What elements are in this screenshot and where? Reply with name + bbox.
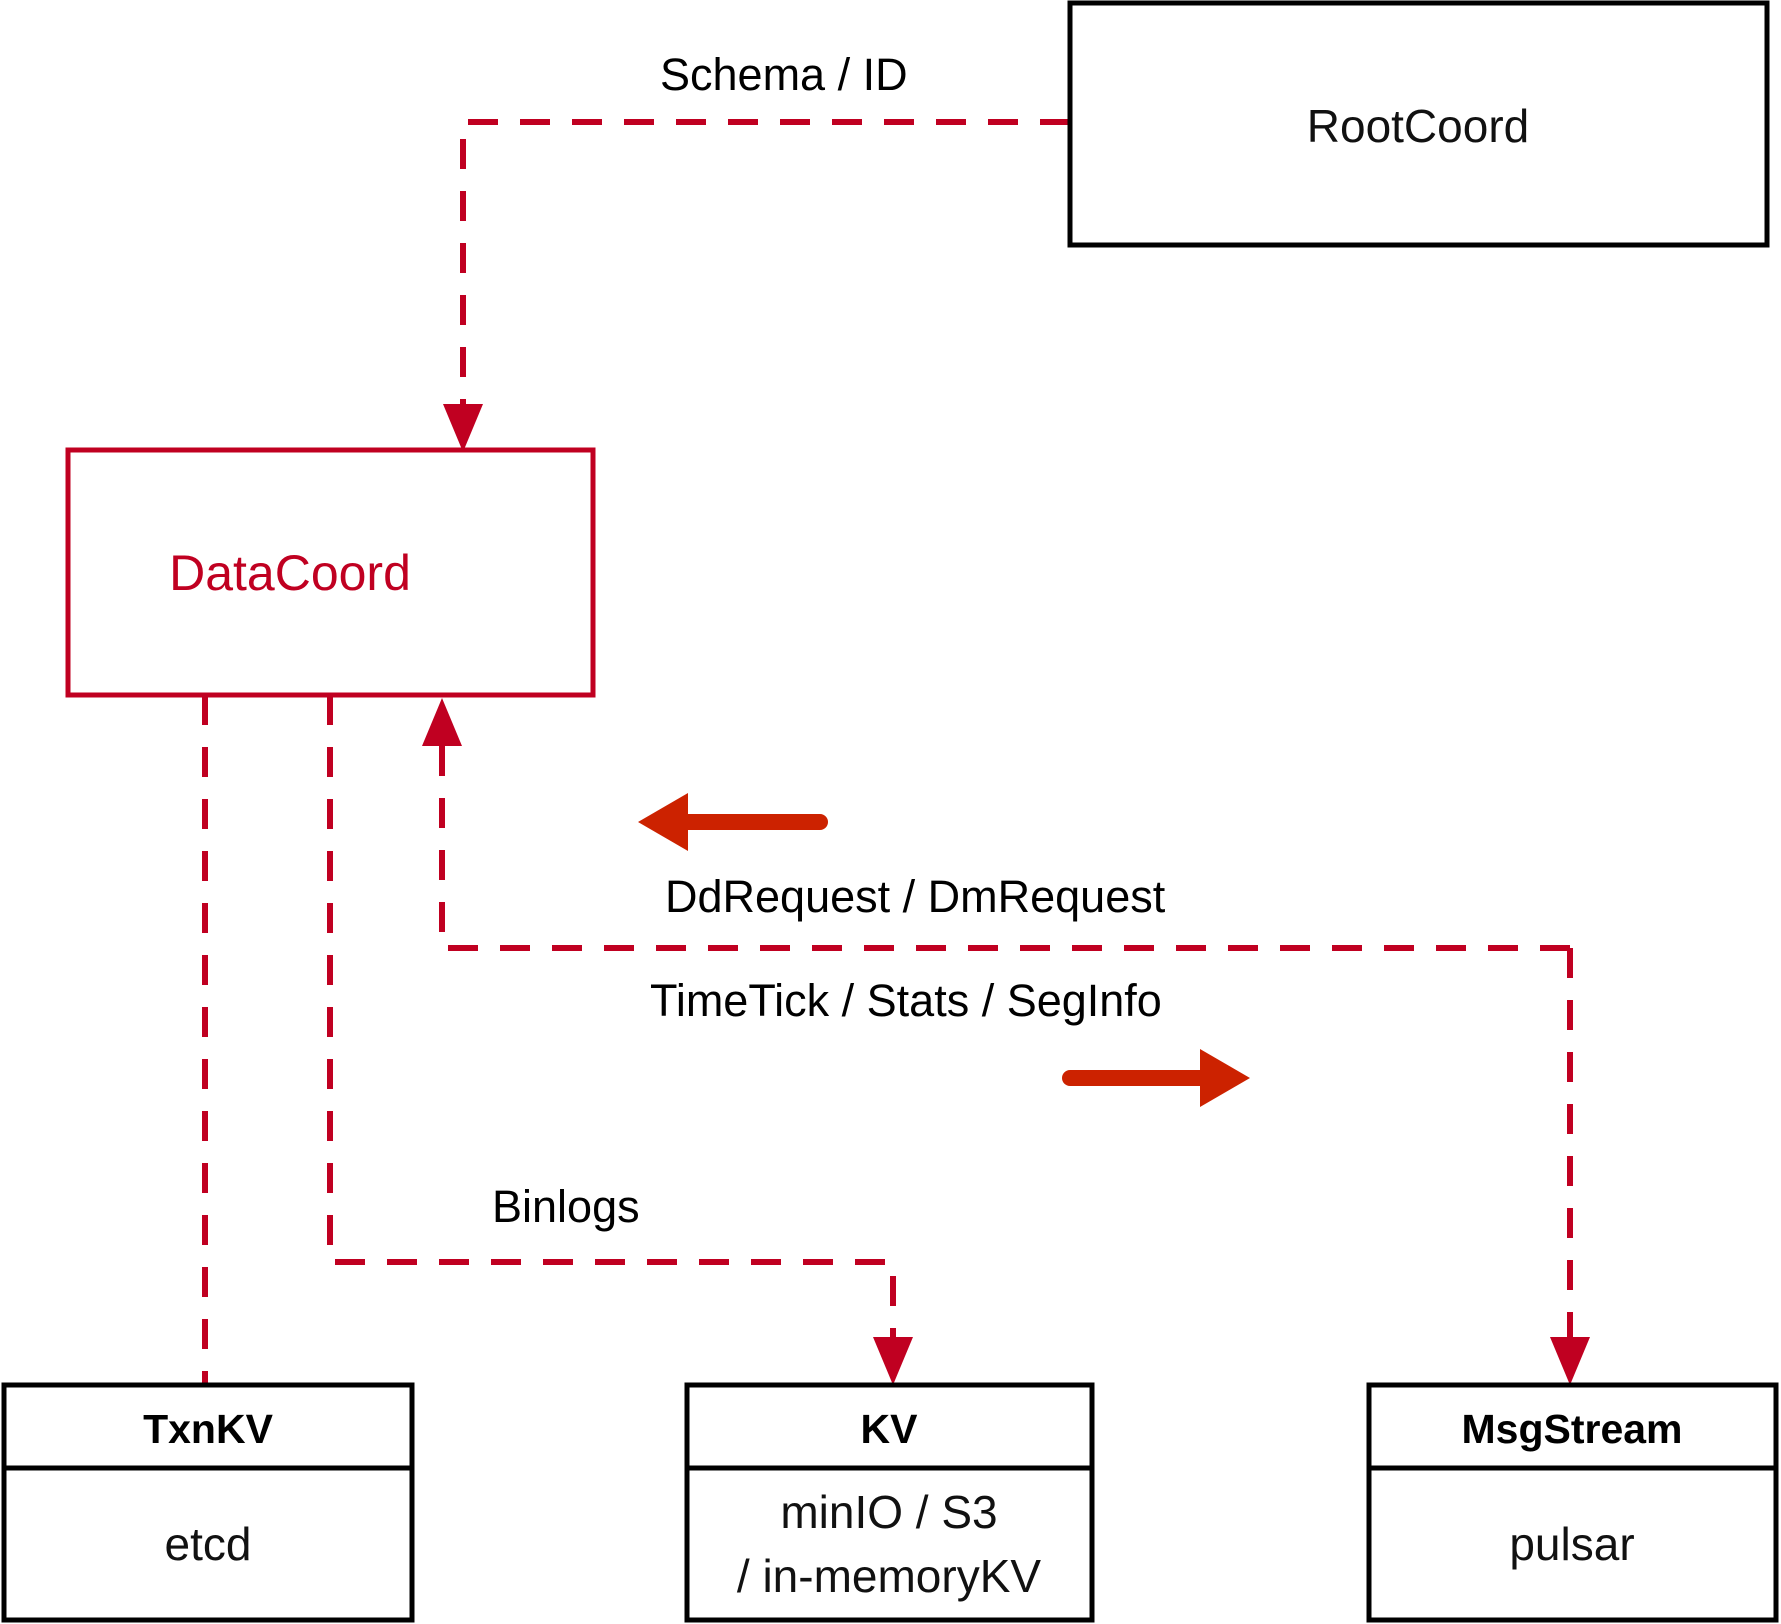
edge-schema-id [443, 119, 1070, 452]
edge-timetick-arrowhead [1550, 1337, 1590, 1385]
inbound-solid-arrow-head [638, 793, 688, 851]
node-root-coord-box[interactable] [1067, 0, 1770, 248]
edge-binlogs-arrowhead [873, 1337, 913, 1385]
edge-dd-dm-request-arrowhead [422, 698, 462, 746]
edge-label-dd-dm-request: DdRequest / DmRequest [665, 871, 1166, 922]
node-kv[interactable]: KV minIO / S3 / in-memoryKV [684, 1382, 1095, 1623]
node-root-coord-label: RootCoord [1307, 100, 1529, 152]
outbound-solid-arrow [1062, 1049, 1250, 1107]
node-data-coord-box[interactable] [65, 447, 596, 698]
node-msg-stream[interactable]: MsgStream pulsar [1366, 1382, 1779, 1623]
node-data-coord-label: DataCoord [169, 545, 411, 601]
node-kv-title: KV [861, 1406, 919, 1452]
edge-schema-id-arrowhead [443, 404, 483, 452]
node-msg-stream-box[interactable] [1366, 1382, 1779, 1623]
node-root-coord[interactable]: RootCoord [1067, 0, 1770, 248]
node-txn-kv[interactable]: TxnKV etcd [1, 1382, 415, 1623]
edge-binlogs-path [327, 695, 896, 1355]
edge-label-timetick-stats-seginfo: TimeTick / Stats / SegInfo [650, 975, 1162, 1026]
node-txn-kv-body: etcd [165, 1518, 252, 1570]
node-msg-stream-title: MsgStream [1461, 1406, 1682, 1452]
node-kv-body-line2: / in-memoryKV [737, 1550, 1041, 1602]
node-txn-kv-box[interactable] [1, 1382, 415, 1623]
node-data-coord[interactable]: DataCoord [65, 447, 596, 698]
edge-timetick-stats-seginfo [1550, 948, 1590, 1385]
node-kv-box[interactable] [684, 1382, 1095, 1623]
edge-binlogs [327, 695, 913, 1385]
edge-label-schema-id: Schema / ID [660, 49, 908, 100]
inbound-solid-arrow [638, 793, 828, 851]
node-msg-stream-body: pulsar [1509, 1518, 1634, 1570]
edge-schema-id-path [460, 119, 1070, 420]
node-txn-kv-title: TxnKV [143, 1406, 274, 1452]
edge-dd-dm-request-path [439, 730, 1570, 951]
edge-dd-dm-request [422, 698, 1570, 951]
outbound-solid-arrow-head [1200, 1049, 1250, 1107]
edge-label-binlogs: Binlogs [492, 1181, 640, 1232]
node-kv-body-line1: minIO / S3 [780, 1486, 997, 1538]
